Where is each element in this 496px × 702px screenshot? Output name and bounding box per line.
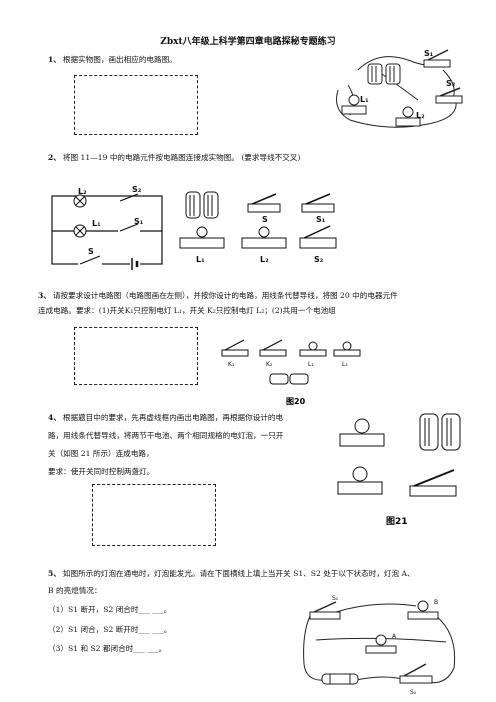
label-s: S (262, 215, 268, 224)
q4-components: 图21 (337, 413, 461, 527)
question-1: 1、根据实物图，画出相应的电路图。 (48, 52, 177, 67)
label-l2: L₂ (78, 187, 87, 196)
question-text-line1: 请按要求设计电路图（电路图画在左侧），并按你设计的电路，用线条代替导线，将图 2… (52, 291, 398, 300)
label-s: S (88, 247, 94, 256)
question-number: 2、 (48, 153, 61, 162)
label-l1: L₁ (360, 95, 369, 104)
answer-blank-1[interactable]: ___ ___ (138, 605, 164, 614)
question-number: 5、 (48, 569, 61, 578)
label-s2: S₂ (132, 185, 142, 194)
answer-box-3[interactable] (74, 327, 198, 385)
question-4-line4: 要求：使开关同时控制两盏灯。 (48, 467, 155, 476)
label-s1: S₁ (332, 595, 339, 602)
q2-components: S S₁ L₁ L₂ S₂ (179, 191, 337, 264)
label-s1: S₁ (134, 217, 144, 226)
question-text: 根据实物图，画出相应的电路图。 (62, 55, 177, 64)
q5-circuit: S₁ B A S₂ (303, 595, 456, 696)
label-l2: L₂ (416, 111, 425, 120)
question-number: 4、 (48, 413, 61, 422)
figure-21-label: 图21 (386, 516, 408, 527)
question-text: 将图 11—19 中的电路元件按电路图连接成实物图。 (要求导线不交叉) (62, 153, 301, 162)
label-k2: K₂ (266, 361, 273, 368)
question-2: 2、将图 11—19 中的电路元件按电路图连接成实物图。 (要求导线不交叉) (48, 150, 300, 165)
question-number: 3、 (38, 291, 51, 300)
question-4: 4、根据题目中的要求，先再虚线框内画出电路图，再根据你设计的电 (48, 410, 283, 425)
question-4-line3: 关（如图 21 所示）连成电路， (48, 449, 154, 458)
label-b: B (434, 599, 438, 606)
answer-blank-3[interactable]: ___ ___ (133, 644, 159, 653)
question-text-line1: 根据题目中的要求，先再虚线框内画出电路图，再根据你设计的电 (62, 413, 284, 422)
question-number: 1、 (48, 55, 61, 64)
answer-blank-2[interactable]: ___ ___ (138, 625, 164, 634)
label-a: A (392, 633, 397, 640)
item-text: （2）S1 闭合，S2 断开时 (48, 625, 139, 634)
question-5: 5、如图所示的灯泡在通电时，灯泡能发光。请在下面横线上填上当开关 S1、S2 处… (48, 566, 415, 581)
period: 。 (158, 644, 167, 653)
label-l1: L₁ (308, 361, 314, 368)
q5-item-2: （2）S1 闭合，S2 断开时___ ___。 (48, 622, 171, 637)
q1-physical-circuit: S₁ S₂ L₁ L₂ (336, 49, 463, 128)
question-3: 3、请按要求设计电路图（电路图画在左侧），并按你设计的电路，用线条代替导线，将图… (38, 288, 398, 303)
item-text: （3）S1 和 S2 都闭合时 (48, 644, 134, 653)
label-l1: L₁ (92, 219, 101, 228)
q3-components: K₁ K₂ L₁ L₂ 图20 (221, 339, 361, 406)
period: 。 (163, 605, 172, 614)
label-l2: L₂ (260, 255, 269, 264)
question-5-line2: B 的亮熄情况： (48, 586, 102, 595)
figure-20-label: 图20 (286, 397, 306, 406)
page-title: Zbxt八年级上科学第四章电路探秘专题练习 (160, 37, 336, 47)
label-s2: S₂ (410, 689, 417, 696)
question-text-line1: 如图所示的灯泡在通电时，灯泡能发光。请在下面横线上填上当开关 S1、S2 处于以… (62, 569, 415, 578)
item-text: （1）S1 断开，S2 闭合时 (48, 605, 139, 614)
question-3-line2: 连成电路。要求：(1)开关K₁只控制电灯 L₁，开关 K₂只控制电灯 L₂；(2… (38, 306, 336, 315)
label-l2: L₂ (342, 361, 348, 368)
label-k1: K₁ (228, 361, 235, 368)
label-s1: S₁ (424, 49, 434, 58)
question-4-line2: 路，用线条代替导线，将两节干电池、两个相同规格的电灯泡，一只开 (48, 431, 284, 440)
answer-box-1[interactable] (74, 75, 198, 135)
q5-item-3: （3）S1 和 S2 都闭合时___ ___。 (48, 641, 166, 656)
answer-box-4[interactable] (92, 484, 216, 546)
label-s2: S₂ (446, 79, 456, 88)
q2-circuit-diagram: L₂ S₂ L₁ S₁ S (51, 185, 163, 270)
label-l1: L₁ (196, 255, 205, 264)
label-s2: S₂ (314, 255, 324, 264)
label-s1: S₁ (316, 215, 326, 224)
period: 。 (163, 625, 172, 634)
q5-item-1: （1）S1 断开，S2 闭合时___ ___。 (48, 602, 171, 617)
